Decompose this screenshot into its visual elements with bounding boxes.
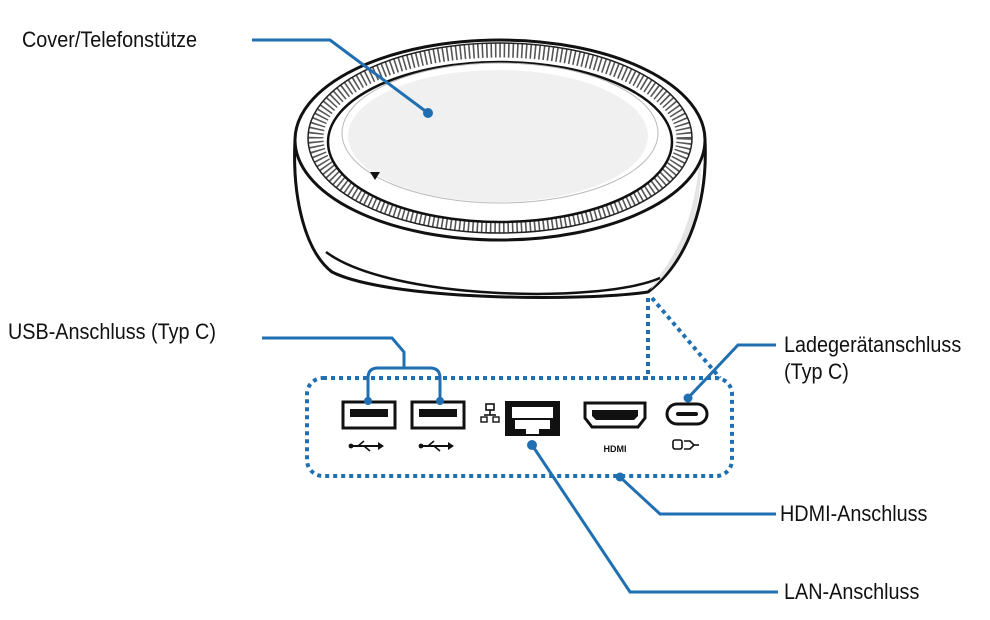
dock-device — [293, 38, 707, 299]
lan-port-label: LAN-Anschluss — [784, 579, 920, 604]
dock-cover-inner — [341, 62, 659, 204]
network-icon — [480, 403, 500, 423]
port-panel — [305, 376, 734, 478]
usb-callout-dot-2 — [436, 397, 444, 405]
usb-port-2 — [410, 400, 466, 430]
charger-port-label-line2: (Typ C) — [784, 359, 849, 384]
lan-port — [505, 401, 560, 436]
usb-port-1 — [341, 400, 397, 430]
hdmi-port-mark: HDMI — [604, 444, 627, 454]
hdmi-callout-line — [618, 475, 776, 516]
charger-callout-dot — [683, 393, 693, 403]
cover-arrow-marker — [370, 172, 380, 180]
hdmi-callout-dot — [615, 472, 625, 482]
charger-callout-line — [686, 343, 776, 400]
dock-vent-outer-edge — [307, 42, 693, 234]
cover-callout-line — [252, 38, 429, 115]
hdmi-port-label: HDMI-Anschluss — [780, 501, 928, 526]
dock-cover-shine — [348, 70, 648, 202]
usb-port-label: USB-Anschluss (Typ C) — [8, 319, 216, 344]
hdmi-port — [583, 401, 647, 429]
cover-callout-dot — [423, 108, 433, 118]
usb-c-port — [665, 402, 709, 426]
charger-port-label: Ladegerätanschluss (Typ C) — [784, 331, 961, 385]
usb-bracket-line — [366, 366, 442, 400]
lan-callout-line — [530, 444, 778, 594]
lan-callout-dot — [527, 440, 537, 450]
dock-base-bottom — [325, 250, 661, 296]
usb-icon — [418, 440, 454, 452]
panel-connector — [612, 296, 722, 380]
charger-port-label-line1: Ladegerätanschluss — [784, 332, 962, 357]
usb-callout-dot-1 — [364, 397, 372, 405]
dock-base-shading — [650, 150, 701, 290]
usb-callout-line — [262, 336, 406, 368]
usb-c-charge-icon — [672, 439, 699, 450]
cover-label: Cover/Telefonstütze — [22, 27, 197, 52]
usb-icon — [348, 440, 384, 452]
dock-vent-ring — [308, 42, 692, 234]
